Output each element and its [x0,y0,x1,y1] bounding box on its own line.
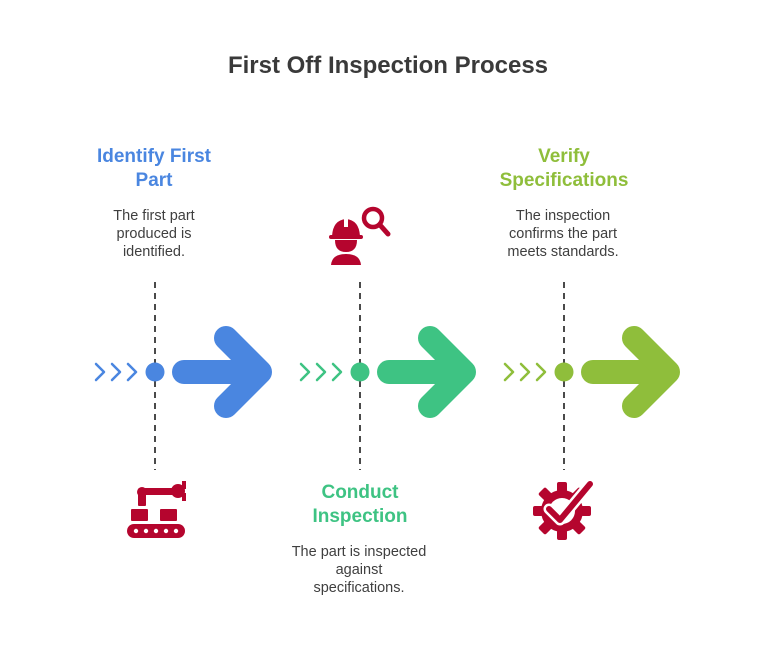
step-3-title-line1: Verify [538,146,590,167]
step-3-chevrons [503,362,547,382]
step-3-node [554,362,574,382]
chevron-icon [299,362,311,382]
step-2-node [350,362,370,382]
chevron-icon [110,362,122,382]
step-2-chevrons [299,362,343,382]
step-2-arrow-icon [377,326,476,418]
step-2-desc-line2: against [335,562,383,578]
step-3-title-line2: Specifications [499,170,629,191]
chevron-icon [126,362,138,382]
step-1-title-line2: Part [135,170,173,191]
step-2-description: The part is inspected against specificat… [274,543,444,597]
step-3-title: Verify Specifications [474,145,654,193]
step-1-desc-line2: produced is [116,226,192,242]
step-1-chevrons [94,362,138,382]
step-1-description: The first part produced is identified. [69,207,239,261]
step-1-node [145,362,165,382]
step-2-title-line1: Conduct [321,482,399,503]
diagram-title: First Off Inspection Process [227,52,549,79]
chevron-icon [519,362,531,382]
robot-arm-conveyor-icon [127,481,186,538]
gear-checkmark-icon [533,478,596,540]
step-3-desc-line3: meets standards. [507,244,619,260]
step-1-desc-line1: The first part [113,208,195,224]
step-3-desc-line1: The inspection [515,208,611,224]
chevron-icon [315,362,327,382]
chevron-icon [535,362,547,382]
step-2-desc-line3: specifications. [313,580,405,596]
step-3-desc-line2: confirms the part [509,226,617,242]
step-1-arrow-icon [172,326,272,418]
step-3-arrow-icon [581,326,680,418]
step-2-desc-line1: The part is inspected [291,544,427,560]
step-1-title: Identify First Part [64,145,244,193]
chevron-icon [94,362,106,382]
step-1-title-line1: Identify First [96,146,211,167]
chevron-icon [331,362,343,382]
step-1-desc-line3: identified. [122,244,186,260]
inspector-magnifier-icon [329,206,391,265]
step-2-title-line2: Inspection [312,506,408,527]
step-2-title: Conduct Inspection [270,481,450,529]
step-3-description: The inspection confirms the part meets s… [478,207,648,261]
chevron-icon [503,362,515,382]
